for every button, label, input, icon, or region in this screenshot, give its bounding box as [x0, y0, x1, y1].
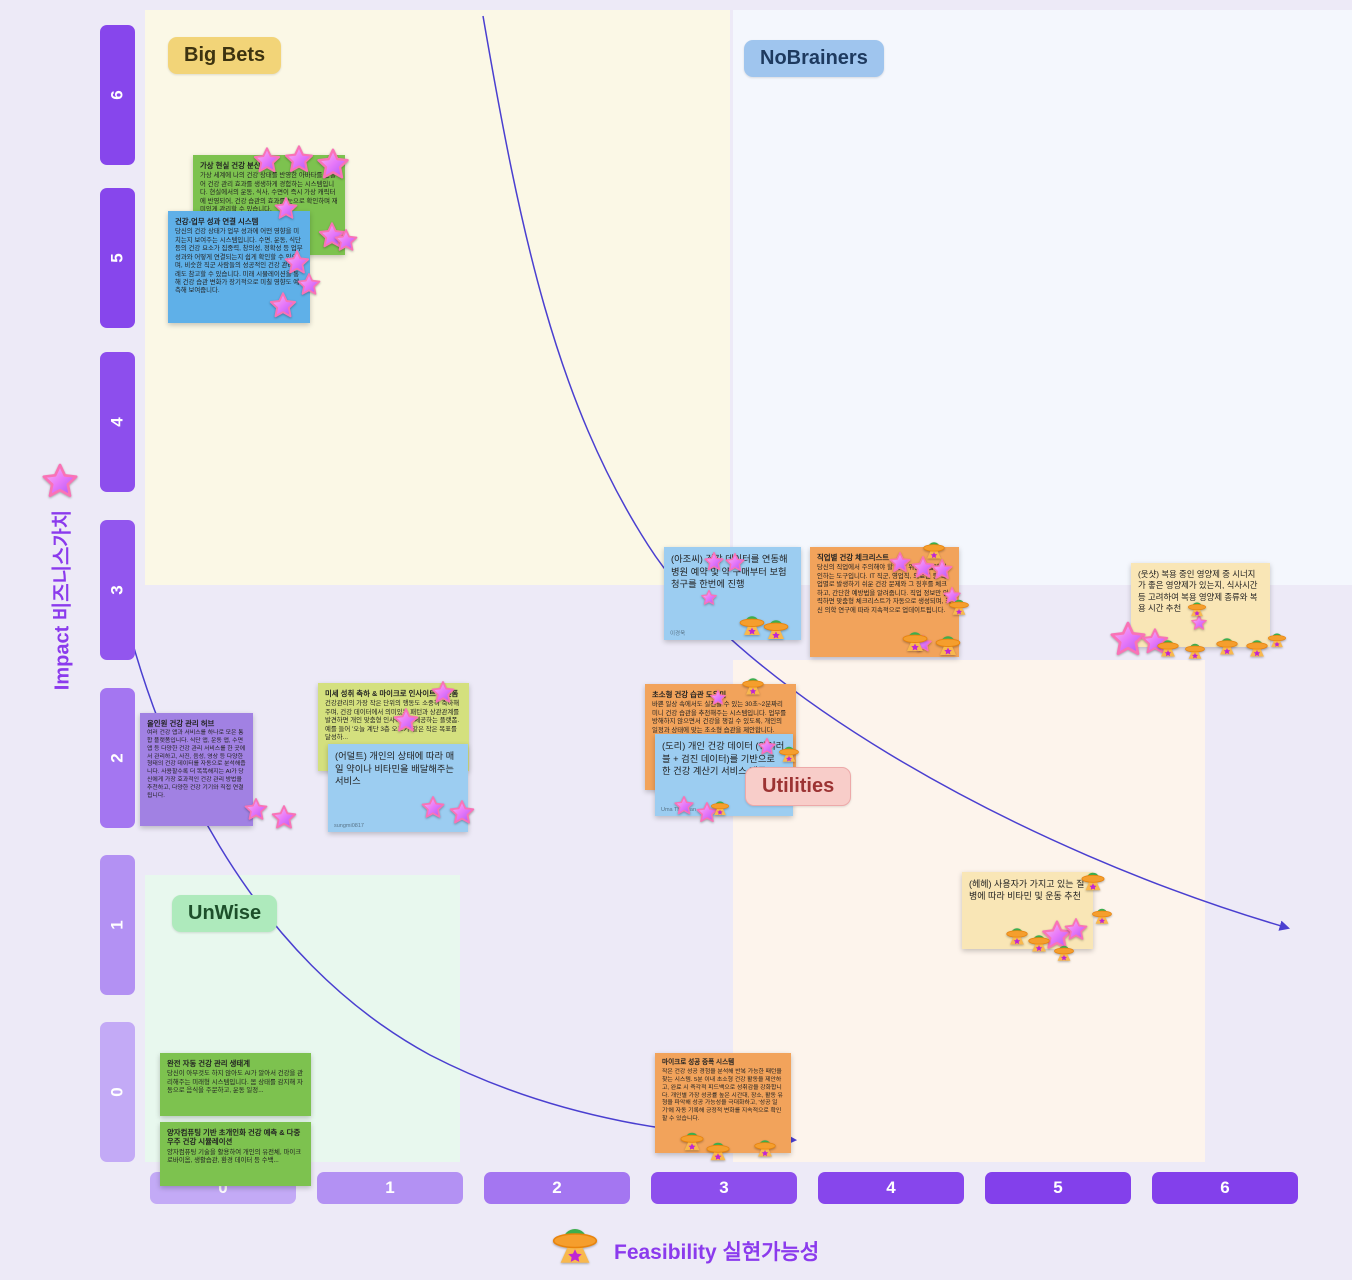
ufo-sticker-icon[interactable] — [1090, 903, 1114, 927]
star-sticker-icon[interactable] — [703, 551, 725, 573]
ufo-sticker-icon[interactable] — [1266, 628, 1288, 650]
quadrant-label-unwise[interactable]: UnWise — [172, 895, 278, 932]
y-tick-3-label: 3 — [107, 585, 127, 595]
sticky-note-all-in-one-hub[interactable]: 올인원 건강 관리 허브 여러 건강 앱과 서비스를 하나로 모은 통합 플랫폼… — [140, 713, 253, 826]
sticky-note-adult-vitamin-delivery[interactable]: (어덜트) 개인의 상태에 따라 매일 약이나 비타민을 배달해주는 서비스 s… — [328, 744, 468, 832]
x-tick-4-label: 4 — [886, 1178, 896, 1197]
x-tick-3-label: 3 — [719, 1178, 729, 1197]
note-title: 마이크로 성공 증폭 시스템 — [662, 1059, 735, 1066]
y-tick-1: 1 — [100, 855, 135, 995]
star-sticker-icon[interactable] — [673, 795, 695, 817]
y-tick-0-label: 0 — [107, 1087, 127, 1097]
y-tick-6-label: 6 — [107, 90, 127, 100]
note-body: 작은 건강 성공 경험을 분석해 반복 가능한 패턴을 찾는 시스템. 5분 이… — [662, 1069, 783, 1122]
ufo-sticker-icon[interactable] — [1052, 940, 1076, 964]
quadrant-nobrainers-region — [733, 10, 1352, 585]
star-sticker-icon[interactable] — [252, 146, 282, 176]
note-body: 가상 세계에 나의 건강 상태를 반영한 아바타를 만들어 건강 관리 효과를 … — [200, 172, 338, 214]
quadrant-label-big-bets[interactable]: Big Bets — [168, 37, 282, 74]
sticky-note-full-auto-ecosystem[interactable]: 완전 자동 건강 관리 생태계 당신이 아무것도 하지 않아도 AI가 알아서 … — [160, 1053, 311, 1116]
star-sticker-icon[interactable] — [268, 291, 298, 321]
ufo-sticker-icon[interactable] — [1079, 866, 1107, 894]
star-sticker-icon[interactable] — [448, 799, 476, 827]
ufo-sticker-icon[interactable] — [1026, 929, 1052, 955]
y-tick-4: 4 — [100, 352, 135, 492]
star-sticker-icon[interactable] — [888, 551, 912, 575]
x-tick-2: 2 — [484, 1172, 630, 1204]
ufo-sticker-icon[interactable] — [933, 629, 963, 659]
x-tick-5: 5 — [985, 1172, 1131, 1204]
ufo-sticker-icon[interactable] — [761, 613, 791, 643]
star-sticker-icon[interactable] — [420, 795, 446, 821]
x-tick-2-label: 2 — [552, 1178, 562, 1197]
star-sticker-icon[interactable] — [700, 589, 718, 607]
star-sticker-icon[interactable] — [724, 552, 746, 574]
sticky-note-health-work-performance[interactable]: 건강-업무 성과 연결 시스템 당신의 건강 상태가 업무 성과에 어떤 영향을… — [168, 211, 310, 323]
note-body: (어덜트) 개인의 상태에 따라 매일 약이나 비타민을 배달해주는 서비스 — [335, 751, 455, 787]
note-body: (헤헤) 사용자가 가지고 있는 질병에 따라 비타민 및 운동 추천 — [969, 879, 1085, 902]
y-tick-4-label: 4 — [107, 417, 127, 427]
x-tick-5-label: 5 — [1053, 1178, 1063, 1197]
note-author: sungmi0817 — [334, 823, 364, 829]
star-sticker-icon[interactable] — [270, 804, 298, 832]
ufo-sticker-icon[interactable] — [1183, 638, 1207, 662]
star-sticker-icon[interactable] — [315, 147, 351, 183]
quadrant-label-nobrainers[interactable]: NoBrainers — [744, 40, 884, 77]
y-tick-2-label: 2 — [107, 753, 127, 763]
note-author: 이경욱 — [670, 631, 686, 637]
note-body: 양자컴퓨팅 기술을 활용하여 개인의 유전체, 마이크로바이옴, 생활습관, 환… — [167, 1148, 302, 1164]
sticky-note-quantum-health-simulation[interactable]: 양자컴퓨팅 기반 초개인화 건강 예측 & 다중우주 건강 시뮬레이션 양자컴퓨… — [160, 1122, 311, 1186]
ufo-sticker-icon[interactable] — [1186, 597, 1208, 619]
note-body: 당신의 건강 상태가 업무 성과에 어떤 영향을 미치는지 보여주는 시스템입니… — [175, 228, 303, 295]
star-sticker-icon[interactable] — [392, 707, 420, 735]
x-tick-4: 4 — [818, 1172, 964, 1204]
x-tick-1: 1 — [317, 1172, 463, 1204]
ufo-sticker-icon[interactable] — [740, 672, 766, 698]
x-tick-3: 3 — [651, 1172, 797, 1204]
y-tick-6: 6 — [100, 25, 135, 165]
star-sticker-icon[interactable] — [757, 737, 777, 757]
note-title: 가상 현실 건강 분신 — [200, 161, 261, 170]
star-sticker-icon[interactable] — [283, 144, 315, 176]
y-tick-0: 0 — [100, 1022, 135, 1162]
note-body: 여러 건강 앱과 서비스를 하나로 모은 통합 플랫폼입니다. 식단 앱, 운동… — [147, 730, 246, 799]
ufo-sticker-icon[interactable] — [1214, 632, 1240, 658]
x-tick-6-label: 6 — [1220, 1178, 1230, 1197]
note-title: 완전 자동 건강 관리 생태계 — [167, 1059, 251, 1068]
ufo-sticker-icon[interactable] — [1155, 634, 1181, 660]
note-body: 당신이 아무것도 하지 않아도 AI가 알아서 건강을 관리해주는 미래형 시스… — [167, 1070, 304, 1095]
feasibility-ufo-icon — [548, 1216, 602, 1270]
quadrant-label-utilities[interactable]: Utilities — [745, 767, 852, 806]
star-sticker-icon[interactable] — [709, 689, 727, 707]
y-tick-3: 3 — [100, 520, 135, 660]
y-tick-5: 5 — [100, 188, 135, 328]
ufo-sticker-icon[interactable] — [921, 536, 947, 562]
ufo-sticker-icon[interactable] — [900, 625, 930, 655]
impact-axis-label: Impact 비즈니스가치 — [51, 509, 74, 691]
note-title: 양자컴퓨팅 기반 초개인화 건강 예측 & 다중우주 건강 시뮬레이션 — [167, 1128, 301, 1147]
star-sticker-icon[interactable] — [243, 797, 269, 823]
y-tick-5-label: 5 — [107, 253, 127, 263]
y-tick-1-label: 1 — [107, 920, 127, 930]
star-sticker-icon[interactable] — [296, 272, 322, 298]
ufo-sticker-icon[interactable] — [947, 594, 971, 618]
ufo-sticker-icon[interactable] — [709, 796, 731, 818]
note-title: 올인원 건강 관리 허브 — [147, 719, 215, 728]
ufo-sticker-icon[interactable] — [678, 1126, 706, 1154]
ufo-sticker-icon[interactable] — [777, 741, 801, 765]
ufo-sticker-icon[interactable] — [704, 1136, 732, 1164]
ufo-sticker-icon[interactable] — [752, 1134, 778, 1160]
star-sticker-icon[interactable] — [333, 228, 359, 254]
x-tick-6: 6 — [1152, 1172, 1298, 1204]
x-tick-1-label: 1 — [385, 1178, 395, 1197]
y-tick-2: 2 — [100, 688, 135, 828]
impact-star-icon — [40, 462, 80, 502]
note-title: 건강-업무 성과 연결 시스템 — [175, 217, 259, 226]
star-sticker-icon[interactable] — [430, 680, 456, 706]
x-tick-0-label: 0 — [218, 1178, 228, 1197]
star-sticker-icon[interactable] — [273, 196, 299, 222]
feasibility-axis-label: Feasibility 실현가능성 — [614, 1241, 820, 1264]
